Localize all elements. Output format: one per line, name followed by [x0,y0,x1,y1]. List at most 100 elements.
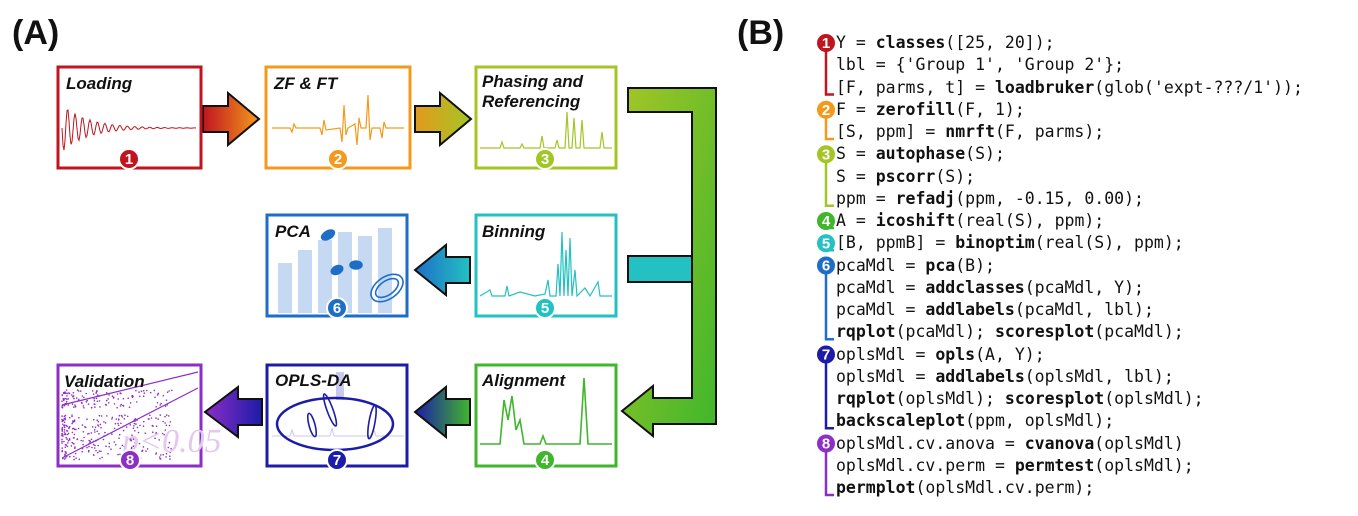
permutation-point [64,446,67,449]
permutation-point [88,432,90,435]
permutation-point [162,453,164,456]
permutation-point [72,427,75,430]
phased-spectrum [480,111,612,149]
permutation-point [143,420,145,423]
permutation-point [71,431,74,434]
permutation-point [75,428,77,431]
permutation-point [64,450,66,453]
permutation-point [110,448,112,451]
permutation-point [105,445,107,448]
permutation-point [78,458,81,461]
permutation-point [165,414,168,416]
permutation-point [165,456,167,458]
permutation-point [125,426,128,428]
permutation-point [93,400,96,402]
permutation-point [63,426,66,429]
permutation-point [106,415,108,417]
permutation-point [133,422,136,425]
code-group-bracket [824,442,834,497]
permutation-point [161,432,164,435]
permutation-point [73,455,75,458]
permutation-point [135,389,137,392]
permutation-point [82,405,85,407]
permutation-point [158,439,160,441]
permutation-point [68,425,71,428]
permutation-point [66,445,69,448]
permutation-point [137,431,140,434]
permutation-point [77,390,80,392]
permutation-point [64,444,67,446]
permutation-point [100,450,102,453]
arrow-3-to-4 [620,87,717,439]
permutation-point [82,443,84,446]
step-opls-da: OPLS-DA 7 [265,363,409,471]
permutation-point [71,394,73,396]
step-title-alignment: Alignment [481,371,566,390]
permutation-point [94,406,96,408]
code-group-badge-num: 4 [822,213,831,230]
permutation-point [120,403,122,406]
permutation-point [119,447,121,450]
permutation-point [66,395,68,397]
permutation-point [122,397,125,400]
permutation-point [83,407,85,409]
permutation-point [73,443,75,445]
permutation-point [71,441,73,444]
permutation-point [61,415,63,417]
permutation-point [124,414,126,417]
permutation-point [130,440,132,442]
code-group-badge [817,34,835,52]
permutation-point [94,431,96,433]
permutation-point [159,456,161,458]
permutation-point [140,390,143,393]
permutation-point [90,406,93,409]
code-group-badge-num: 5 [822,235,830,252]
permutation-point [134,442,136,444]
permutation-point [138,442,141,445]
permutation-point [92,443,95,446]
permutation-point [128,406,131,409]
step-badge-3 [534,148,556,170]
permutation-point [73,433,76,436]
permutation-point [74,404,76,406]
permutation-point [116,393,119,395]
permutation-point [134,430,136,432]
permutation-point [103,421,105,423]
permutation-point [86,418,88,421]
permutation-point [107,402,110,404]
code-group-badge-num: 3 [822,146,830,163]
permutation-point [87,433,89,435]
permutation-point [71,414,73,416]
permutation-point [118,437,120,440]
loadings-bar [336,372,344,400]
raw-spectrum [272,94,404,146]
opls-score-clusters [306,393,377,440]
step-title-loading: Loading [66,74,133,93]
arrow-2-to-3 [414,90,473,148]
permutation-point [136,401,138,403]
arrow-1-to-2 [202,90,261,148]
permutation-point [114,443,117,446]
permutation-point [93,397,95,400]
permutation-point [62,398,64,400]
permutation-point [77,427,80,430]
permutation-point [160,402,162,405]
permutation-point [88,449,90,452]
step-badge-5 [534,297,556,319]
step-loading: Loading 1 [56,65,203,170]
permutation-point [162,420,164,423]
permutation-point [96,400,99,403]
permutation-point [93,403,96,405]
permutation-point [130,436,133,439]
permutation-point [111,433,113,435]
permutation-point [81,450,83,453]
permutation-point [164,405,167,408]
permutation-point [139,424,141,427]
permutation-point [67,398,70,400]
permutation-point [71,403,74,406]
step-badge-1 [118,148,140,170]
permutation-point [113,403,116,405]
permutation-point [107,453,109,455]
